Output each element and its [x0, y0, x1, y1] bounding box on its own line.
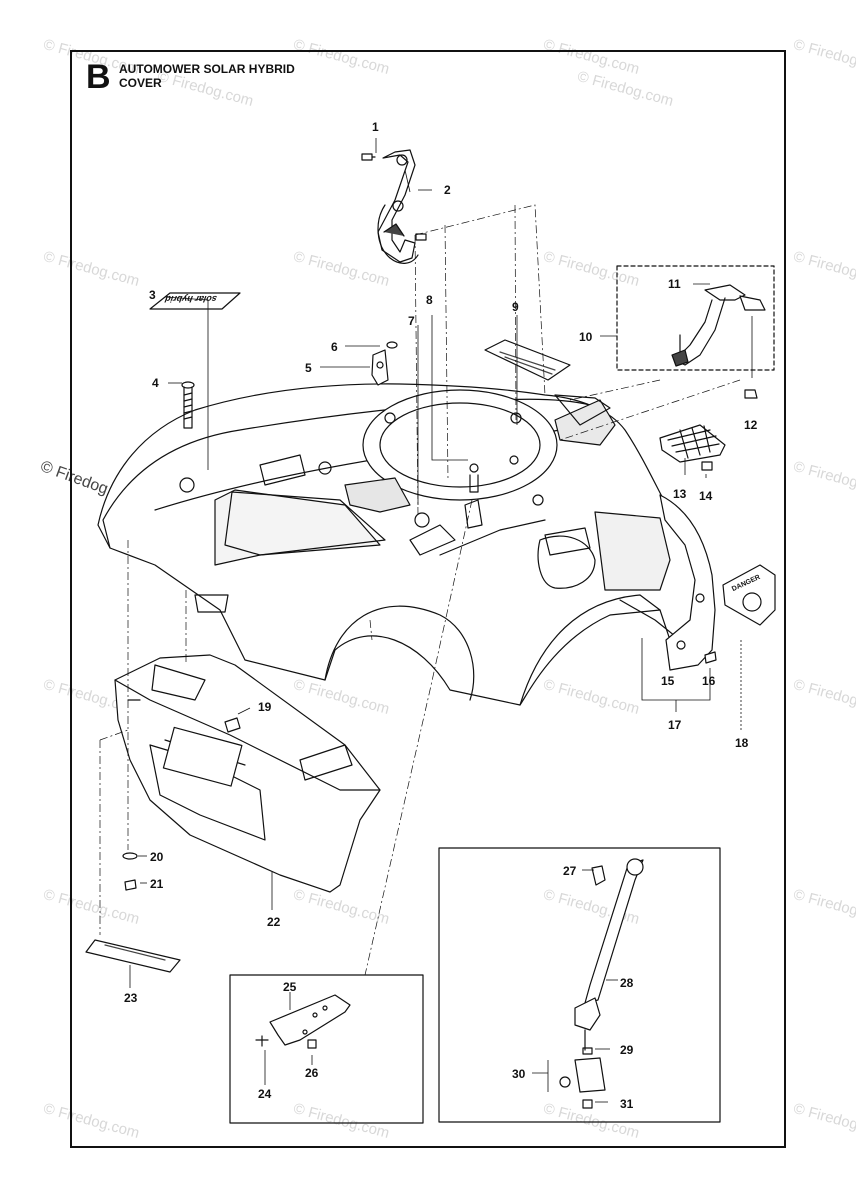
handle-assembly: [361, 149, 427, 264]
bracket-part-30: [559, 1057, 606, 1093]
callout-label: 26: [305, 1066, 319, 1080]
screw-part-4: [181, 381, 195, 429]
callout-label: 3: [149, 288, 156, 302]
callout-label: 11: [668, 277, 681, 291]
diagram-frame: [70, 50, 786, 1148]
callout-label: 19: [258, 700, 272, 714]
grille-part-13: [659, 424, 726, 463]
callout-label: 29: [620, 1043, 634, 1057]
section-letter: B: [86, 58, 111, 96]
callout-label: 10: [579, 330, 593, 344]
decal-part-9: [484, 339, 571, 381]
danger-decal-part-18: [722, 564, 776, 626]
callout-label: 4: [152, 376, 159, 390]
callout-label: 5: [305, 361, 312, 375]
callout-label: 9: [512, 300, 519, 314]
callout-label: 7: [408, 314, 415, 328]
inset-box-27-31: [438, 847, 721, 1123]
nut-part-26: [307, 1039, 317, 1049]
callout-label: 18: [735, 736, 749, 750]
leader-lines: [129, 138, 753, 1103]
screw-part-24: [255, 1035, 269, 1047]
screw-part-31: [582, 1099, 593, 1109]
strut-part-28: [574, 858, 644, 1051]
callout-label: 1: [372, 120, 379, 134]
nut-part-12: [744, 389, 758, 399]
callout-label: 25: [283, 980, 297, 994]
callout-label: 23: [124, 991, 138, 1005]
callout-label: 21: [150, 877, 164, 891]
callout-label: 20: [150, 850, 164, 864]
callout-label: 31: [620, 1097, 634, 1111]
main-body-cover: [97, 383, 706, 706]
solar-hybrid-decal: [149, 292, 241, 310]
callout-label: 12: [744, 418, 758, 432]
front-bumper-part-22: [114, 654, 381, 893]
clip-part-5: [371, 341, 398, 386]
screw-part-14: [701, 461, 713, 471]
title-line-2: COVER: [119, 76, 162, 90]
callout-label: 15: [661, 674, 675, 688]
inset-box-24-26: [229, 974, 424, 1124]
decal-part-23: [85, 939, 181, 973]
callout-label: 17: [668, 718, 682, 732]
page-title: AUTOMOWER SOLAR HYBRID COVER: [119, 62, 295, 90]
callout-label: 13: [673, 487, 687, 501]
right-side-skirt: [659, 494, 716, 671]
callout-label: 28: [620, 976, 634, 990]
bracket-part-11: [671, 284, 766, 367]
clip-part-27: [591, 865, 606, 886]
callout-label: 2: [444, 183, 451, 197]
bracket-part-25: [269, 994, 351, 1046]
callout-label: 24: [258, 1087, 272, 1101]
callout-label: 16: [702, 674, 716, 688]
nut-part-29: [582, 1047, 593, 1055]
solar-hybrid-decal-text: solar hybrid: [163, 294, 219, 304]
callout-label: 30: [512, 1067, 526, 1081]
title-line-1: AUTOMOWER SOLAR HYBRID: [119, 62, 295, 76]
part-10-group-box: [616, 265, 775, 371]
callout-label: 27: [563, 864, 577, 878]
alignment-lines: [99, 204, 741, 976]
callout-label: 8: [426, 293, 433, 307]
callout-label: 22: [267, 915, 281, 929]
callout-label: 14: [699, 489, 713, 503]
callout-label: 6: [331, 340, 338, 354]
